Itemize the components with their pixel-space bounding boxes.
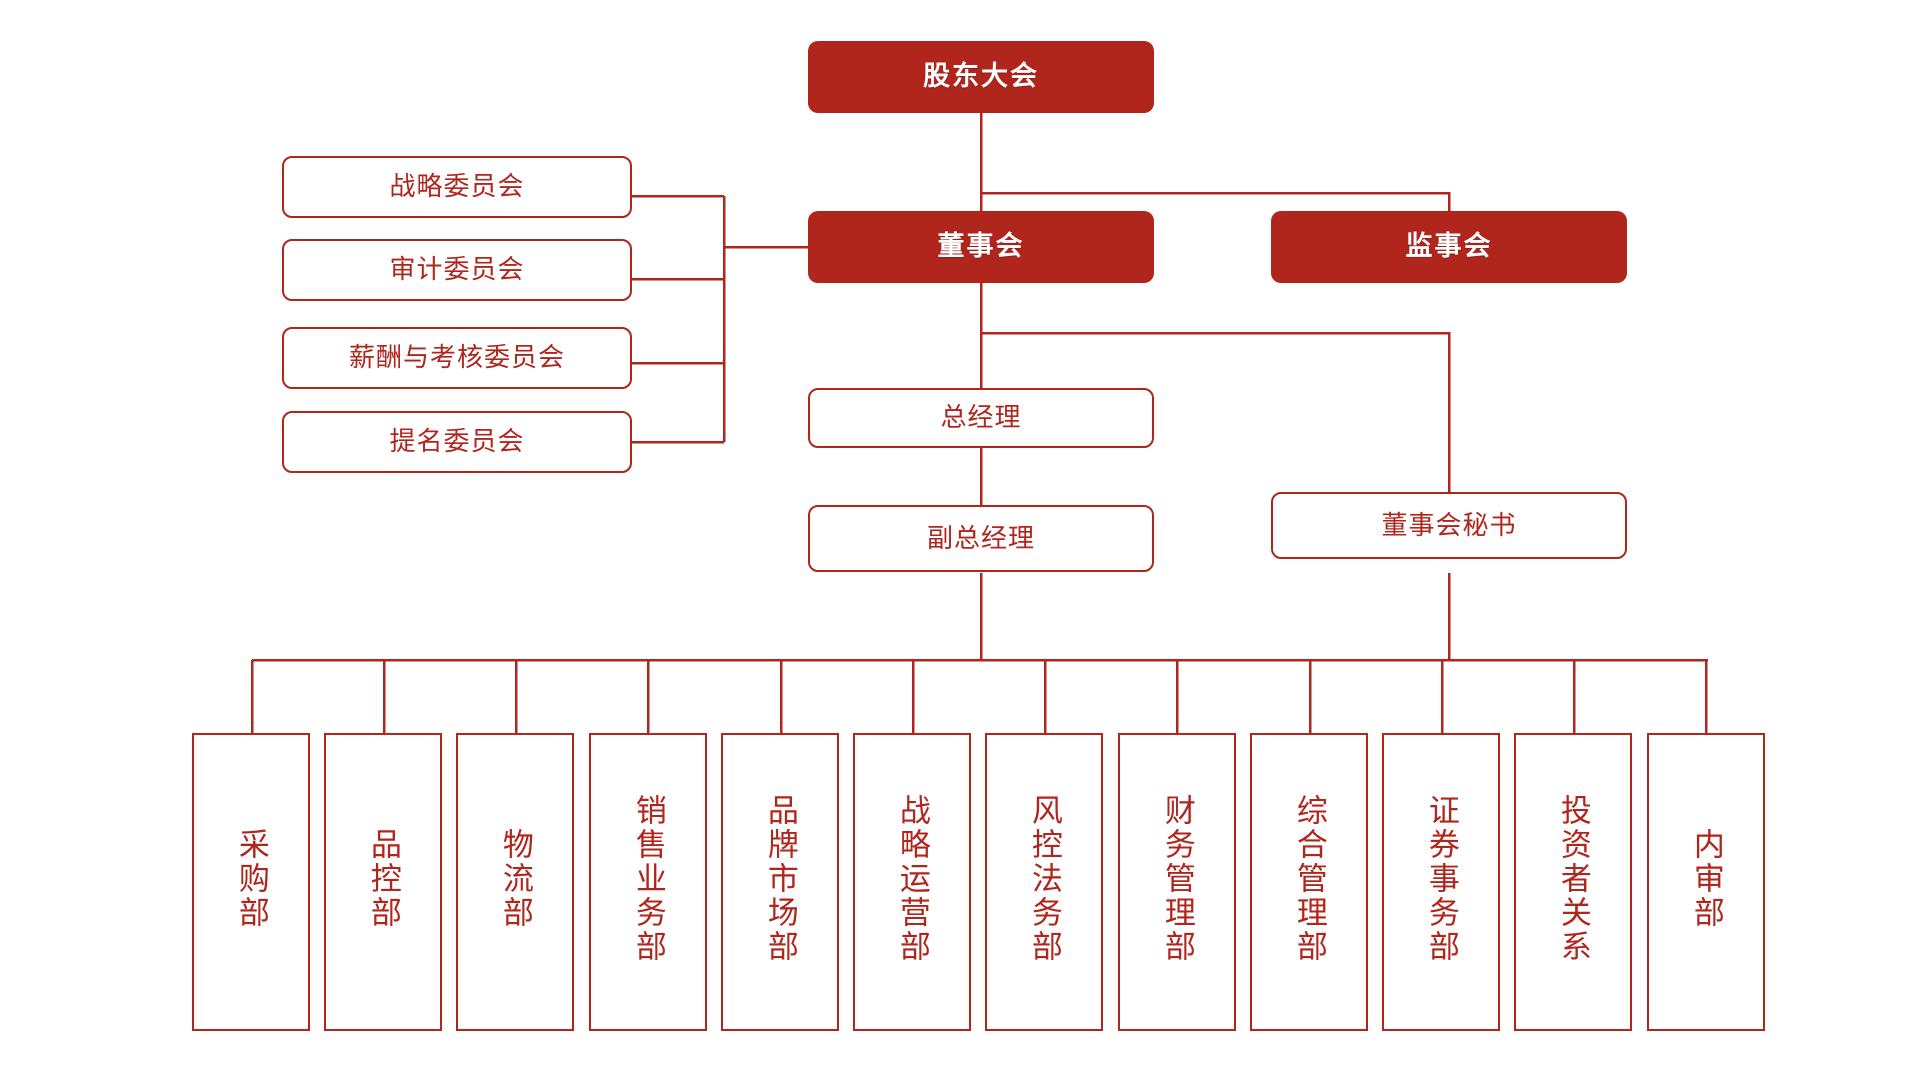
node-board-secretary-label: 董事会秘书: [1381, 509, 1517, 540]
node-department-internal-audit[interactable]: 内审部: [1647, 733, 1765, 1031]
node-department-procurement-label: 采购部: [233, 828, 269, 930]
node-department-general-administration[interactable]: 综合管理部: [1250, 733, 1368, 1031]
node-committee-nomination-label: 提名委员会: [389, 426, 525, 457]
wire-shareholders-to-supervisors: [981, 191, 1451, 212]
node-department-brand-marketing-label: 品牌市场部: [762, 794, 798, 964]
node-deputy-general-manager[interactable]: 副总经理: [808, 505, 1154, 572]
node-general-manager-label: 总经理: [940, 402, 1022, 433]
node-department-procurement[interactable]: 采购部: [192, 733, 310, 1031]
node-department-internal-audit-label: 内审部: [1688, 828, 1724, 930]
node-department-general-administration-label: 综合管理部: [1291, 794, 1327, 964]
node-department-logistics[interactable]: 物流部: [456, 733, 574, 1031]
node-department-sales-label: 销售业务部: [630, 794, 666, 964]
node-department-logistics-label: 物流部: [497, 828, 533, 930]
node-committee-strategy-label: 战略委员会: [389, 171, 525, 202]
node-committee-audit[interactable]: 审计委员会: [282, 239, 632, 301]
node-department-strategy-operations-label: 战略运营部: [894, 794, 930, 964]
node-general-manager[interactable]: 总经理: [808, 388, 1154, 448]
node-shareholders-meeting[interactable]: 股东大会: [808, 41, 1154, 113]
node-board-of-supervisors-label: 监事会: [1405, 231, 1493, 262]
node-department-securities-affairs-label: 证券事务部: [1423, 794, 1459, 964]
node-deputy-general-manager-label: 副总经理: [926, 522, 1035, 553]
node-committee-remuneration-appraisal-label: 薪酬与考核委员会: [348, 342, 565, 373]
node-department-investor-relations[interactable]: 投资者关系: [1514, 733, 1632, 1031]
node-department-sales[interactable]: 销售业务部: [589, 733, 707, 1031]
node-committee-strategy[interactable]: 战略委员会: [282, 156, 632, 218]
node-shareholders-meeting-label: 股东大会: [923, 61, 1039, 92]
node-committee-remuneration-appraisal[interactable]: 薪酬与考核委员会: [282, 327, 632, 389]
node-board-of-supervisors[interactable]: 监事会: [1271, 211, 1627, 283]
node-committee-nomination[interactable]: 提名委员会: [282, 411, 632, 473]
node-department-risk-legal[interactable]: 风控法务部: [985, 733, 1103, 1031]
node-department-finance-label: 财务管理部: [1159, 794, 1195, 964]
node-board-of-directors-label: 董事会: [937, 231, 1025, 262]
node-committee-audit-label: 审计委员会: [389, 254, 525, 285]
node-department-securities-affairs[interactable]: 证券事务部: [1382, 733, 1500, 1031]
node-department-strategy-operations[interactable]: 战略运营部: [853, 733, 971, 1031]
node-board-secretary[interactable]: 董事会秘书: [1271, 492, 1627, 559]
node-department-risk-legal-label: 风控法务部: [1026, 794, 1062, 964]
node-department-brand-marketing[interactable]: 品牌市场部: [721, 733, 839, 1031]
node-department-investor-relations-label: 投资者关系: [1555, 794, 1591, 964]
node-department-quality-control[interactable]: 品控部: [324, 733, 442, 1031]
node-department-finance[interactable]: 财务管理部: [1118, 733, 1236, 1031]
node-department-quality-control-label: 品控部: [365, 828, 401, 930]
node-board-of-directors[interactable]: 董事会: [808, 211, 1154, 283]
